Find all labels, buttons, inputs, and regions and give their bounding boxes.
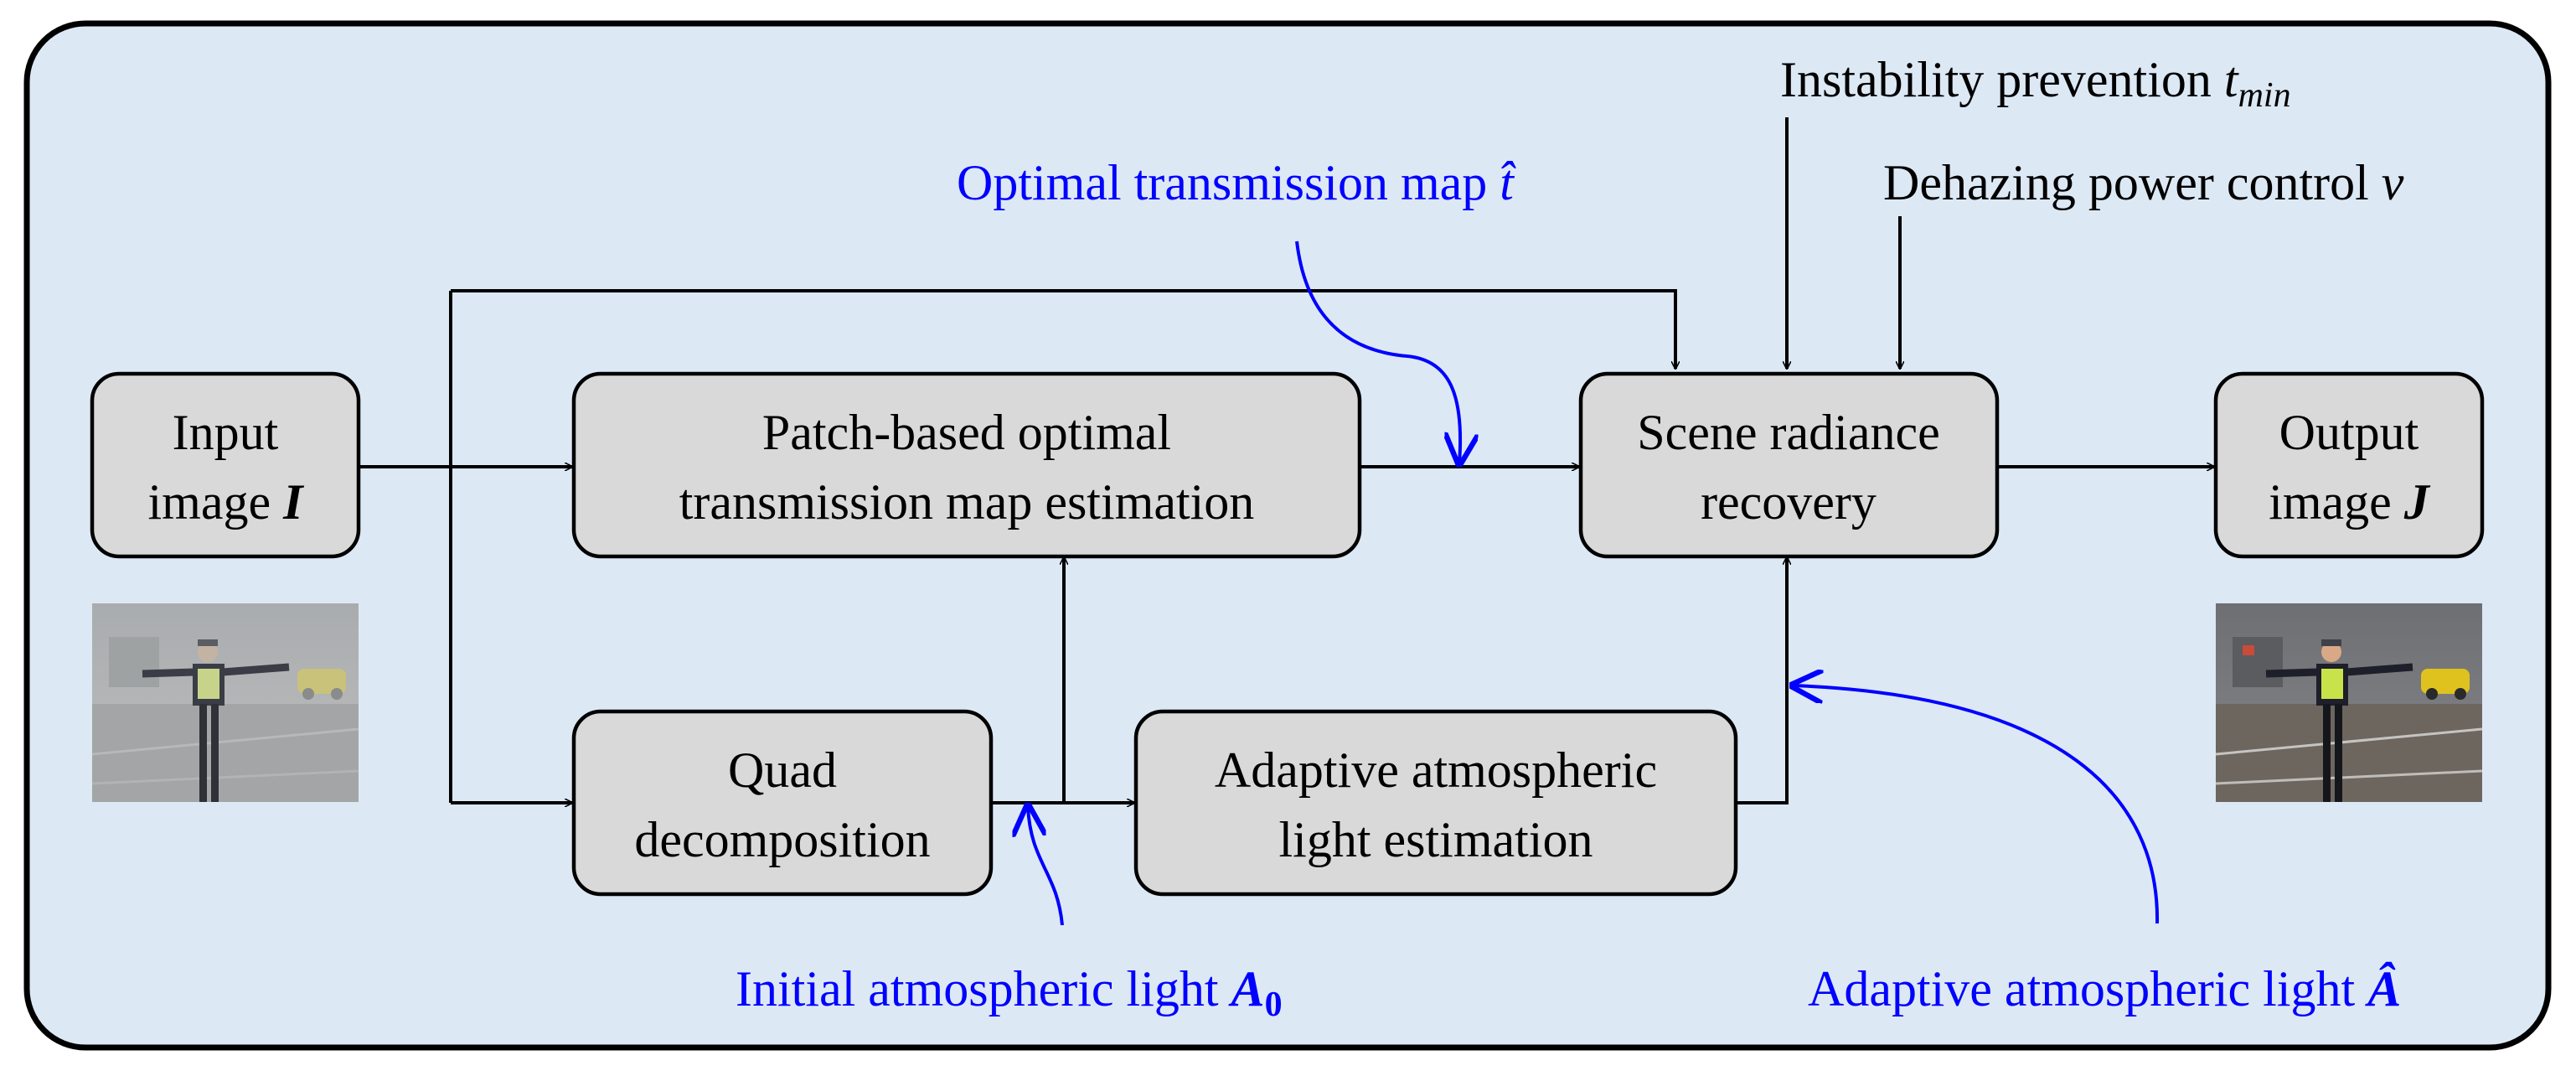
- adaptive-block-line1: Adaptive atmospheric: [1215, 742, 1657, 798]
- output-block-line1: Output: [2279, 405, 2419, 460]
- output-block-line2: image J: [2269, 474, 2431, 530]
- dehazing-power-label: Dehazing power control ν: [1883, 155, 2404, 210]
- arrow-adaptive-to-scene: [1736, 557, 1787, 804]
- initial-light-pointer: [1028, 806, 1064, 926]
- input-image-symbol: I: [282, 474, 305, 530]
- initial-atmospheric-light-label: Initial atmospheric light A0: [736, 961, 1283, 1024]
- output-image-symbol: J: [2403, 474, 2431, 530]
- scene-block-line1: Scene radiance: [1637, 405, 1939, 460]
- output-dehazed-photo: [2215, 603, 2483, 802]
- quad-decomposition-block: Quad decomposition: [571, 709, 994, 897]
- input-block-line1: Input: [173, 405, 279, 460]
- quad-block-line2: decomposition: [634, 812, 930, 867]
- adaptive-block-line2: light estimation: [1279, 812, 1593, 867]
- patch-block-line2: transmission map estimation: [679, 474, 1255, 530]
- input-block-line2: image I: [148, 474, 306, 530]
- input-hazy-photo: [91, 603, 359, 802]
- adaptive-light-block: Adaptive atmospheric light estimation: [1133, 709, 1738, 897]
- scene-radiance-block: Scene radiance recovery: [1578, 371, 2000, 559]
- arrow-input-bypass-to-scene: [451, 289, 1675, 369]
- scene-block-line2: recovery: [1701, 474, 1877, 530]
- adaptive-atmospheric-light-label: Adaptive atmospheric light Â: [1808, 961, 2401, 1017]
- output-image-block: Output image J: [2213, 371, 2485, 559]
- instability-prevention-label: Instability prevention tmin: [1780, 52, 2291, 115]
- optimal-map-pointer: [1295, 241, 1460, 463]
- patch-transmission-block: Patch-based optimal transmission map est…: [571, 371, 1362, 559]
- input-image-block: Input image I: [90, 371, 361, 559]
- optimal-transmission-map-label: Optimal transmission map t̂: [957, 155, 1516, 210]
- adaptive-light-pointer: [1793, 685, 2160, 924]
- patch-block-line1: Patch-based optimal: [762, 405, 1171, 460]
- quad-block-line1: Quad: [728, 742, 837, 798]
